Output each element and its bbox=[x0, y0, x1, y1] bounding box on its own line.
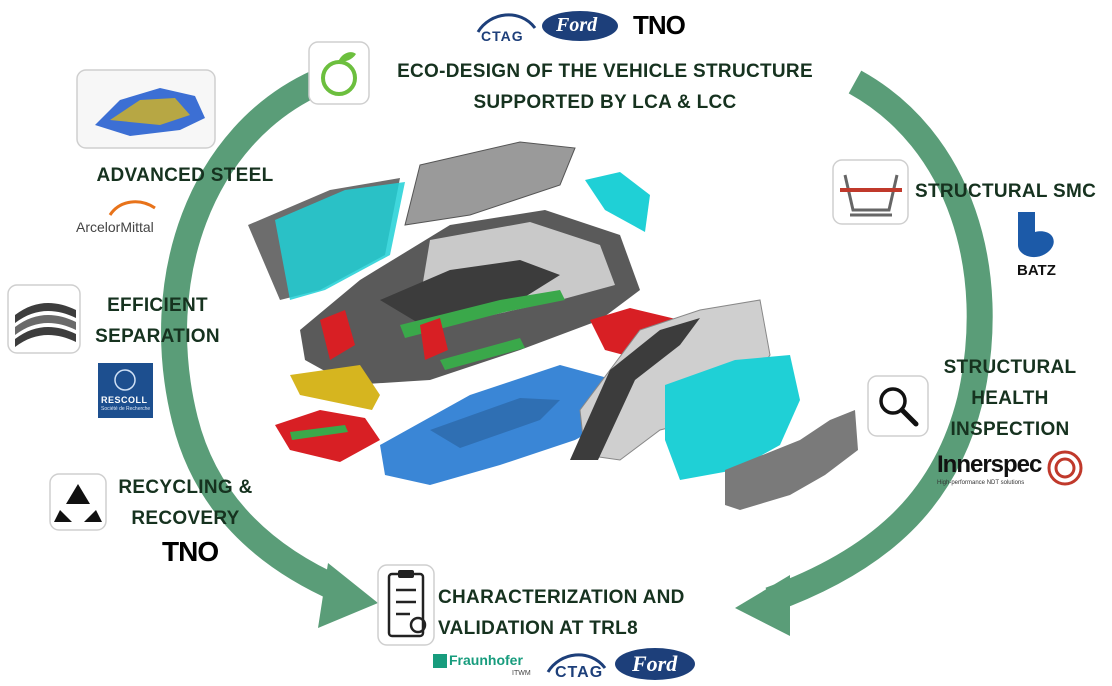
fraunhofer-logo-mark bbox=[433, 654, 447, 668]
arcelormittal-logo-mark bbox=[108, 200, 156, 216]
arrow-head-left bbox=[318, 563, 378, 628]
cycle-arrow-left bbox=[161, 70, 346, 602]
ctag-logo-bottom bbox=[546, 653, 607, 673]
step-structural-smc-label: STRUCTURAL SMC bbox=[915, 176, 1112, 207]
ctag-logo-top bbox=[476, 13, 537, 33]
structural-health-line-1: STRUCTURAL bbox=[943, 357, 1077, 378]
characterization-line-1: CHARACTERIZATION AND bbox=[438, 587, 685, 608]
step-eco-design-label: ECO-DESIGN OF THE VEHICLE STRUCTURE SUPP… bbox=[375, 56, 835, 118]
car-front-bumper bbox=[290, 365, 380, 410]
innerspec-text: Innerspec bbox=[937, 451, 1042, 478]
fraunhofer-subtext: ITWM bbox=[512, 670, 531, 677]
fraunhofer-text: Fraunhofer bbox=[449, 652, 523, 668]
batz-text: BATZ bbox=[1017, 262, 1056, 279]
ford-logo-bottom bbox=[615, 648, 695, 680]
car-tailgate bbox=[585, 172, 650, 232]
recycling-line-2: RECOVERY bbox=[131, 508, 240, 529]
recycling-line-1: RECYCLING & bbox=[118, 477, 253, 498]
structural-health-line-2: HEALTH bbox=[971, 388, 1049, 409]
cycle-arrow-right bbox=[765, 70, 993, 613]
step-structural-health-label: STRUCTURAL HEALTH INSPECTION bbox=[935, 352, 1085, 445]
efficient-separation-line-1: EFFICIENT bbox=[107, 295, 208, 316]
car-front-subframe bbox=[275, 410, 380, 462]
eco-design-line-1: ECO-DESIGN OF THE VEHICLE STRUCTURE bbox=[397, 61, 813, 82]
ford-text-top: Ford bbox=[556, 14, 598, 36]
ctag-text-top: CTAG bbox=[481, 28, 524, 44]
batz-logo bbox=[1018, 212, 1054, 258]
step-advanced-steel-label: ADVANCED STEEL bbox=[80, 160, 290, 191]
characterization-line-2: VALIDATION AT TRL8 bbox=[438, 618, 638, 639]
structural-health-line-3: INSPECTION bbox=[950, 419, 1070, 440]
tno-text-top: TNO bbox=[633, 10, 686, 40]
rescoll-text: RESCOLL bbox=[101, 395, 148, 405]
cycle-arrows bbox=[161, 70, 993, 613]
recycle-icon bbox=[49, 473, 107, 531]
arcelormittal-text: ArcelorMittal bbox=[76, 219, 154, 235]
step-characterization-label: CHARACTERIZATION AND VALIDATION AT TRL8 bbox=[438, 582, 720, 644]
ford-text-bottom: Ford bbox=[632, 651, 678, 676]
car-right-doors bbox=[665, 355, 800, 480]
car-frame-thumbnail-icon bbox=[76, 69, 216, 149]
rescoll-logo bbox=[98, 363, 153, 418]
tno-text-left: TNO bbox=[162, 536, 219, 567]
step-recycling-label: RECYCLING & RECOVERY bbox=[108, 472, 263, 534]
apple-leaf-icon bbox=[308, 41, 370, 105]
advanced-steel-text: ADVANCED STEEL bbox=[96, 165, 274, 186]
efficient-separation-line-2: SEPARATION bbox=[95, 326, 220, 347]
innerspec-logo-mark bbox=[1047, 450, 1083, 486]
steel-layers-icon bbox=[7, 284, 81, 354]
smc-profile-icon bbox=[832, 159, 909, 225]
step-efficient-separation-label: EFFICIENT SEPARATION bbox=[85, 290, 230, 352]
ford-logo-top bbox=[542, 11, 618, 41]
eco-design-line-2: SUPPORTED BY LCA & LCC bbox=[473, 92, 737, 113]
structural-smc-text: STRUCTURAL SMC bbox=[915, 181, 1097, 202]
arrow-head-right bbox=[735, 575, 790, 636]
checklist-icon bbox=[377, 564, 435, 646]
magnifier-icon bbox=[867, 375, 929, 437]
car-body-exploded-view bbox=[248, 141, 858, 510]
car-roof bbox=[404, 141, 576, 226]
innerspec-tagline: High-performance NDT solutions bbox=[937, 480, 1025, 486]
ctag-text-bottom: CTAG bbox=[555, 664, 604, 681]
rescoll-subtext: Société de Recherche bbox=[101, 406, 151, 412]
